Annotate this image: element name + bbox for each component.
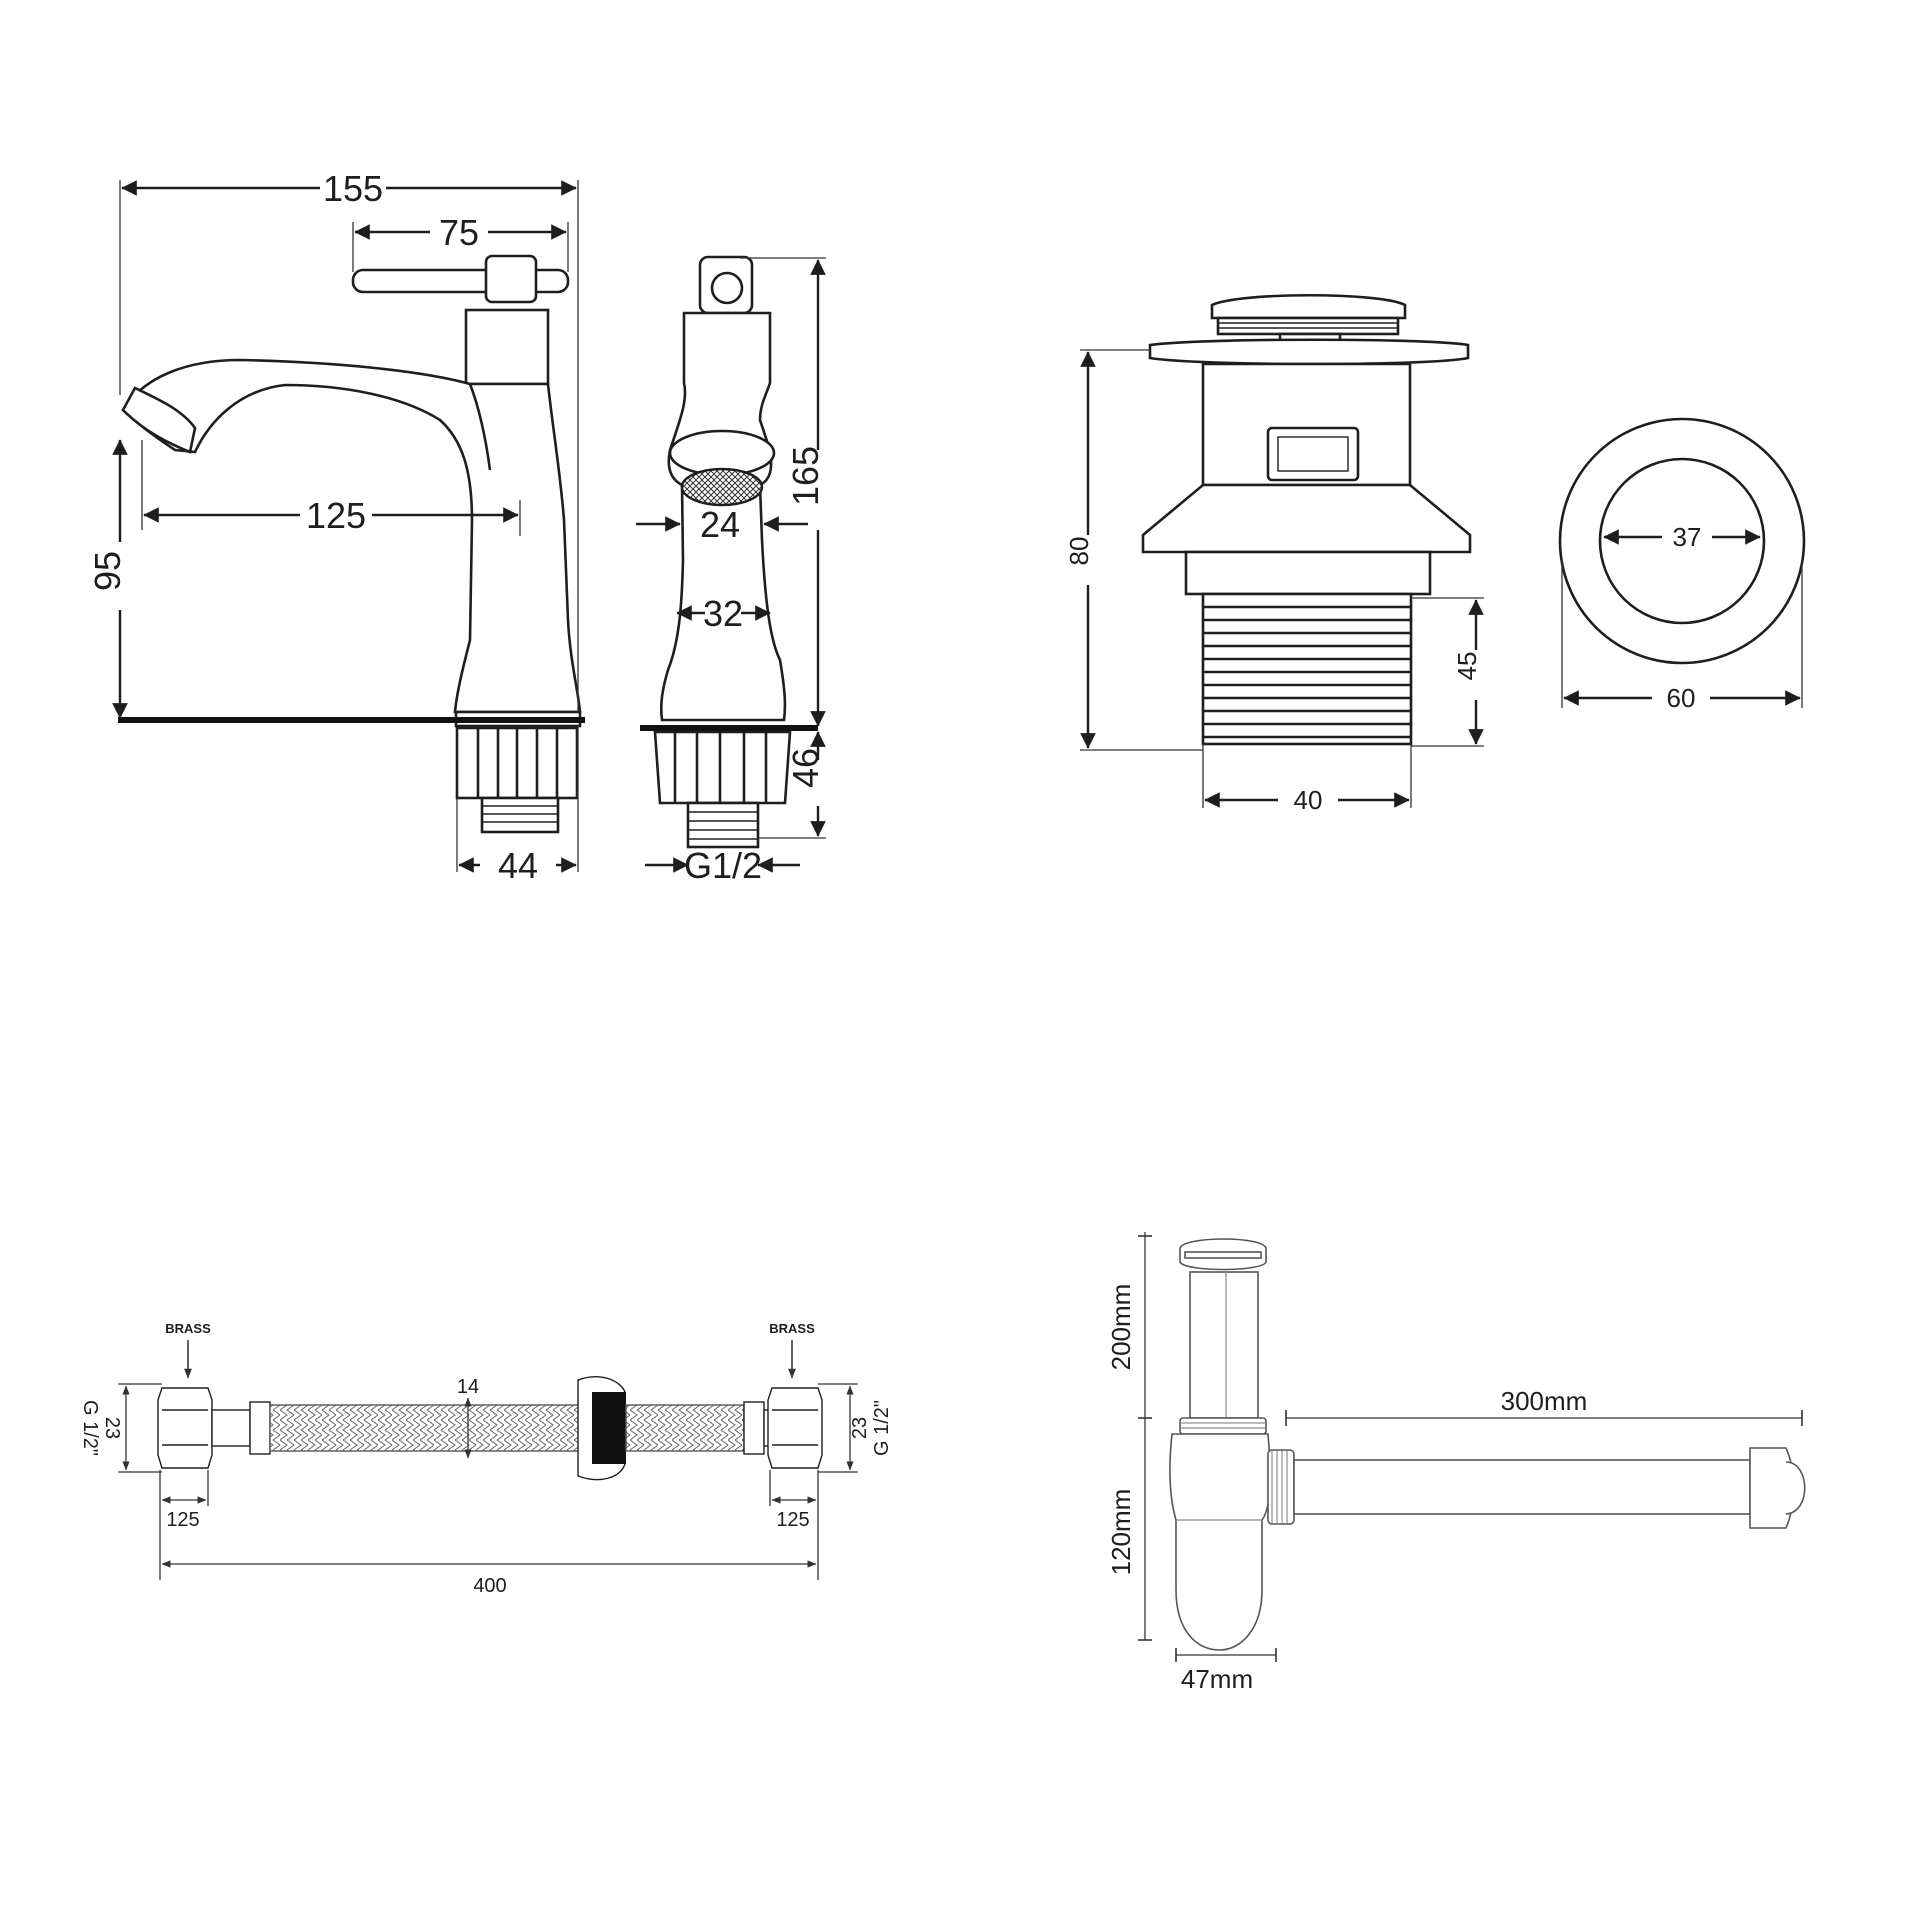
faucet-side-handle-knob xyxy=(710,271,744,305)
faucet-aerator xyxy=(680,467,764,507)
hose-braid-right xyxy=(625,1404,745,1452)
dim-popup-height: 80 xyxy=(1064,537,1094,566)
popup-flange xyxy=(1148,338,1470,366)
dim-trap-arm: 300mm xyxy=(1501,1386,1588,1416)
faucet-nozzle xyxy=(121,386,197,454)
trap-body xyxy=(1169,1433,1271,1651)
hose-nut-left xyxy=(157,1387,213,1469)
popup-cap-band xyxy=(1216,316,1400,336)
faucet-handle-cap xyxy=(484,254,538,304)
popup-inner-ring xyxy=(1598,457,1766,625)
popup-overflow-slot xyxy=(1266,426,1360,482)
dim-trap-upper: 200mm xyxy=(1106,1284,1136,1371)
faucet-side-thread xyxy=(686,801,760,849)
trap-nut xyxy=(1179,1417,1267,1435)
hose-ring xyxy=(592,1392,626,1464)
popup-cap xyxy=(1210,293,1407,320)
dim-nut-left: 125 xyxy=(166,1509,199,1531)
popup-waste-view: 80 45 40 37 60 xyxy=(1064,293,1806,815)
dim-thread-diameter: 40 xyxy=(1294,785,1323,815)
faucet-side-view: 24 32 165 46 G1/2 xyxy=(636,255,826,886)
dim-thread: G1/2 xyxy=(684,845,762,886)
dim-thread-left: G 1/2" xyxy=(79,1400,101,1456)
dim-spout-reach: 125 xyxy=(306,495,366,536)
dim-nut-right: 125 xyxy=(776,1509,809,1531)
dim-handle: 75 xyxy=(439,212,479,253)
label-brass-right: BRASS xyxy=(769,1321,815,1336)
dim-thread-length: 45 xyxy=(1452,652,1482,681)
popup-outer-ring xyxy=(1558,417,1806,665)
dim-height: 165 xyxy=(785,446,826,506)
dim-shank: 46 xyxy=(785,748,826,788)
dim-outer-diameter: 60 xyxy=(1667,683,1696,713)
dim-hose-diameter: 14 xyxy=(457,1376,479,1398)
dim-outlet: 24 xyxy=(700,504,740,545)
hose-nut-right xyxy=(767,1387,823,1469)
faucet-thread xyxy=(480,796,560,834)
dim-spout-height: 95 xyxy=(87,551,128,591)
dim-overall-width: 155 xyxy=(323,168,383,209)
dim-trap-lower: 120mm xyxy=(1106,1489,1136,1576)
trap-tail-pipe xyxy=(1189,1271,1259,1419)
braided-hose-view: BRASS BRASS 14 23 G 1/2" 23 G 1/ xyxy=(79,1321,893,1597)
dim-inner-diameter: 37 xyxy=(1673,522,1702,552)
trap-outlet-arm xyxy=(1293,1459,1751,1515)
dim-body: 32 xyxy=(703,593,743,634)
dim-hose-length: 400 xyxy=(473,1575,506,1597)
dim-trap-width: 47mm xyxy=(1181,1664,1253,1694)
dim-base-width: 44 xyxy=(498,845,538,886)
dim-hex-right: 23 xyxy=(849,1417,871,1439)
hose-braid-left xyxy=(269,1404,591,1452)
popup-collar xyxy=(1141,483,1472,554)
popup-washer xyxy=(1184,550,1432,596)
dim-thread-right: G 1/2" xyxy=(871,1400,893,1456)
label-brass-left: BRASS xyxy=(165,1321,211,1336)
faucet-body xyxy=(121,358,582,714)
popup-thread xyxy=(1201,592,1413,746)
bottle-trap-view: 200mm 120mm 300mm 47mm xyxy=(1106,1232,1806,1694)
dim-hex-left: 23 xyxy=(101,1417,123,1439)
faucet-handle-body xyxy=(464,308,550,386)
faucet-front-view: 155 75 125 95 44 xyxy=(87,168,585,886)
